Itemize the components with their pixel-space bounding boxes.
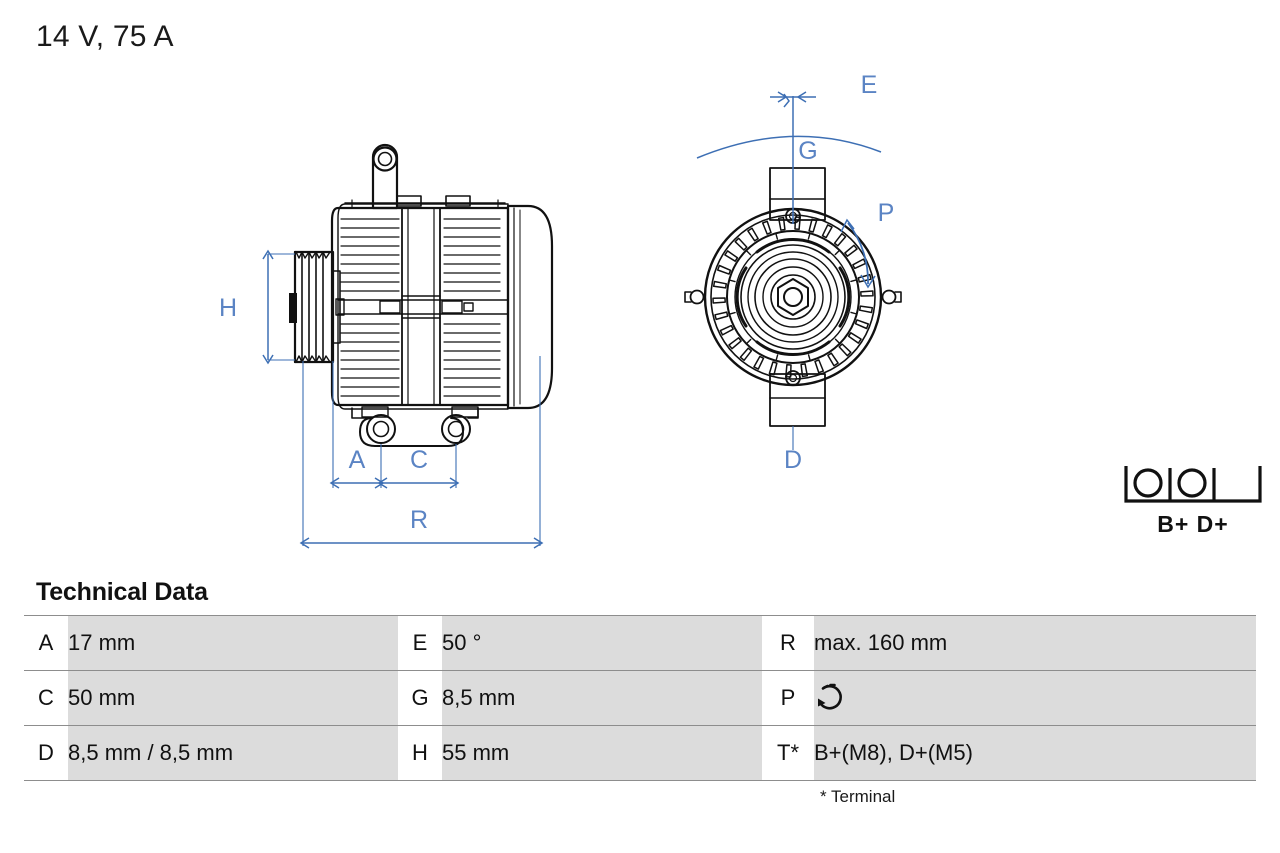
dimension-R: [299, 537, 544, 549]
terminal-connector-icon: [1124, 466, 1262, 503]
page-title: 14 V, 75 A: [36, 20, 174, 53]
table-row: D 8,5 mm / 8,5 mm H 55 mm T* B+(M8), D+(…: [24, 725, 1256, 781]
dimension-H: [262, 249, 295, 365]
row-key-c: R: [762, 615, 814, 671]
terminal-legend-label: B+ D+: [1157, 511, 1229, 537]
row-key-b: G: [398, 670, 442, 726]
row-key-a: A: [24, 615, 68, 671]
dim-label-G: G: [798, 137, 817, 165]
technical-data-section: Technical Data A 17 mm E 50 ° R max. 160…: [0, 578, 1280, 807]
row-key-a: C: [24, 670, 68, 726]
row-value-b: 55 mm: [442, 725, 762, 781]
dimension-C: [377, 477, 460, 489]
row-key-c: P: [762, 670, 814, 726]
table-row: A 17 mm E 50 ° R max. 160 mm: [24, 615, 1256, 671]
dim-label-A: A: [349, 446, 366, 474]
dim-label-D: D: [784, 446, 802, 474]
technical-data-footnote: * Terminal: [820, 787, 896, 806]
row-value-c: B+(M8), D+(M5): [814, 725, 1256, 781]
row-value-a: 50 mm: [68, 670, 398, 726]
row-value-a: 8,5 mm / 8,5 mm: [68, 725, 398, 781]
terminal-legend: B+ D+: [1118, 463, 1268, 538]
row-key-c: T*: [762, 725, 814, 781]
technical-drawing: H A C R E G P D: [0, 56, 1280, 576]
dim-label-H: H: [219, 294, 237, 322]
dim-label-R: R: [410, 506, 428, 534]
dim-label-E: E: [861, 71, 878, 99]
row-key-b: H: [398, 725, 442, 781]
dimension-P: [840, 218, 876, 289]
row-value-a: 17 mm: [68, 615, 398, 671]
row-key-a: D: [24, 725, 68, 781]
technical-data-heading: Technical Data: [36, 578, 208, 606]
dim-label-P: P: [878, 199, 895, 227]
row-value-c: max. 160 mm: [814, 615, 1256, 671]
dimension-A: [329, 477, 385, 489]
technical-data-table: A 17 mm E 50 ° R max. 160 mm C 50 mm G 8…: [24, 615, 1256, 781]
alternator-side-view-body: [289, 143, 554, 447]
dimension-E: [696, 91, 882, 159]
row-key-b: E: [398, 615, 442, 671]
dim-label-C: C: [410, 446, 428, 474]
rotation-direction-icon: [818, 683, 842, 710]
alternator-front-view-body: [684, 167, 902, 427]
table-row: C 50 mm G 8,5 mm P: [24, 670, 1256, 726]
row-value-b: 50 °: [442, 615, 762, 671]
row-value-p-rotation: [814, 670, 1256, 726]
row-value-b: 8,5 mm: [442, 670, 762, 726]
